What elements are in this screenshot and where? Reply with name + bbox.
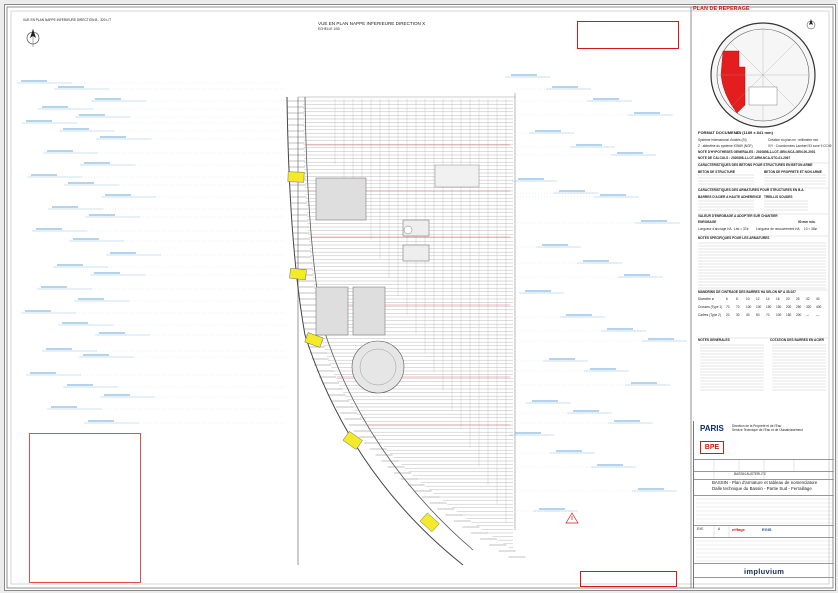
paris-logo: PARIS [700,424,724,433]
mandrin-cell: 200 [786,305,792,309]
mandrin-cell: 150 [776,305,782,309]
top-left-title: VUE EN PLAN NAPPE INFERIEURE DIRECTION B… [23,18,112,22]
mandrin-cell: 150 [766,305,772,309]
mandrin-cell: 250 [796,305,802,309]
format-doc-value: A0 (1189 x 841 mm) [736,130,773,135]
mandrin-header-cell: 12 [756,297,760,301]
owner-line-2: Service Technique de l'Eau et de l'Assai… [732,428,803,432]
mandrin-header-cell: 40 [816,297,820,301]
plan-reperage-title: PLAN DE REPERAGE [693,6,750,12]
mandrin-cell: 150 [786,313,792,317]
compass-icon [806,19,816,30]
mandrin-cell: 100 [756,305,762,309]
mandrin-cell: 100 [776,313,782,317]
format-doc-label: FORMAT DOCUMENT : [698,130,742,135]
document-title-1: BASSIN - Plan d'armature et tableau de n… [712,480,818,485]
mandrin-header-cell: 14 [766,297,770,301]
enrobage-value: 50 mm min. [798,220,816,224]
mandrin-cell: 200 [796,313,802,317]
beton-proprete: BETON DE PROPRETE ET NON ARME [764,170,822,174]
notes-lines [698,162,828,391]
mandrin-header-cell: 10 [746,297,750,301]
mandrin-cell: — [816,313,820,317]
mandrin-cell: 100 [746,305,752,309]
mandrin-header-cell: 32 [806,297,810,301]
contractor-logo-1: eiffage [732,527,745,532]
mandrin-header-cell: 8 [736,297,738,301]
foundation-plan [286,93,526,566]
h-notes-specifiques: NOTES SPECIFIQUES POUR LES ARMATURES [698,236,770,240]
project-name: BASSIN AUSTERLITZ [734,472,766,476]
mandrin-cell: 70 [766,313,770,317]
h-armatures: CARACTERISTIQUES DES ARMATURES POUR STRU… [698,188,805,192]
h-mandrins: MANDRINS DE CINTRAGE DES BARRES HA SELON… [698,290,796,294]
longueur-recouvrement-value: L0 = 38ø [804,227,817,231]
mandrin-cell: 400 [816,305,822,309]
altimetrie: Z : altimétrie du système IGN69 (NGF) [698,144,753,148]
mandrin-row-label: Crosses (Type 1) [698,305,723,309]
main-view-scale: ECHELLE 1/50 [318,27,340,31]
mandrin-row-label: Cadres (Type 2) [698,313,721,317]
owner-line-1: Direction de la Propreté et de l'Eau [732,424,782,428]
document-title-2: Dalle technique du Bassin - Partie Sud -… [712,486,812,491]
h-notes-generales: NOTES GENERALES [698,338,730,342]
location-plan [710,19,816,128]
h-cotation: COTATION DES BARRES EN ACIER [770,338,824,342]
mandrin-header-cell: 25 [796,297,800,301]
north-arrow-icon [26,29,40,47]
note-calculs: NOTE DE CALCULS : 2020898-1-LOT-ARM-NCA-… [698,156,791,160]
longueur-ancrage: Longueur d'ancrage HA [698,227,732,231]
indice-value: A [718,527,721,531]
red-note-block-left [29,433,141,583]
creation-plan: Création du plan en : millimètre mm [768,138,819,142]
enrobage: ENROBAGE [698,220,717,224]
mandrin-header-cell: 16 [776,297,780,301]
red-note-box-top [577,21,679,49]
coordonnees: X/Y : Coordonnées Lambert 93 zone 9 CC49 [768,144,832,148]
drawing-sheet: VUE EN PLAN NAPPE INFERIEURE DIRECTION B… [4,4,836,591]
mandrin-cell: 70 [726,305,730,309]
beton-structure: BETON DE STRUCTURE [698,170,735,174]
h-enrobage: VALEUR D'ENROBAGE A ADOPTER SUR CHANTIER [698,214,778,218]
systeme-units: Système International d'unités (SI) [698,138,747,142]
longueur-recouvrement: Longueur de recouvrement HA [756,227,800,231]
mandrin-cell: 20 [726,313,730,317]
hyp-generales: NOTE D'HYPOTHESES GENERALES : 2020898-1-… [698,150,816,154]
treillis: TREILLIS SOUDES [764,195,793,199]
bpe-logo: BPE [700,441,724,454]
mandrin-header-cell: 6 [726,297,728,301]
mandrin-cell: 70 [736,305,740,309]
barres-ha: BARRES D'ACIER A HAUTE ADHERENCE [698,195,762,199]
mandrin-header-label: Diamètre ø [698,297,714,301]
mandrin-cell: 30 [736,313,740,317]
mandrin-cell: 40 [746,313,750,317]
mandrin-cell: — [806,313,810,317]
red-note-box-bottom [580,571,677,587]
contractor-logo-2: EGIS [762,527,772,532]
phase-value: EXE [697,527,704,531]
title-block: PARIS Direction de la Propreté et de l'E… [693,421,834,588]
mandrin-header-cell: 20 [786,297,790,301]
warning-icon [565,512,579,524]
mandrin-cell: 50 [756,313,760,317]
drawing-canvas [6,6,834,589]
mandrin-cell: 320 [806,305,812,309]
longueur-ancrage-value: Lbd = 37ø [734,227,749,231]
impluvium-logo: impluvium [744,567,785,576]
main-view-title: VUE EN PLAN NAPPE INFERIEURE DIRECTION X [318,21,426,26]
h-beton: CARACTERISTIQUES DES BETONS POUR STRUCTU… [698,163,813,167]
